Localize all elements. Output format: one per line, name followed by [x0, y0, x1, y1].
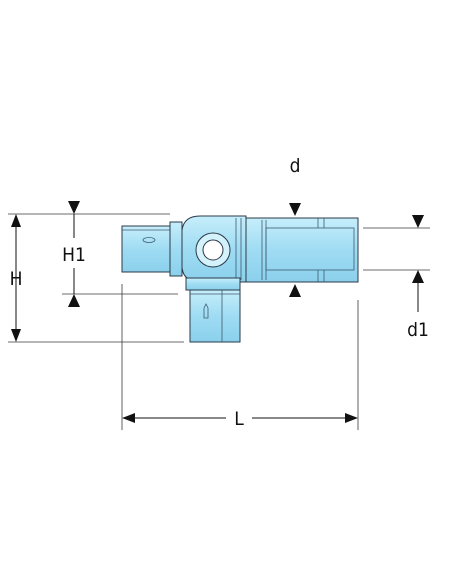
- dimension-d-arrow-top: [289, 203, 301, 216]
- label-d: d: [290, 155, 301, 177]
- label-d1: d1: [407, 319, 429, 341]
- dimension-H-arrow-bottom: [11, 329, 21, 342]
- dimension-d1-arrow-bottom: [412, 270, 424, 283]
- dimension-H1-arrow-bottom: [68, 294, 80, 307]
- dimension-L: L: [122, 408, 358, 430]
- dimension-H1-arrow-top: [68, 201, 80, 214]
- universal-joint-part: [121, 215, 359, 343]
- dimension-H1: H1: [62, 201, 86, 307]
- label-H1: H1: [62, 244, 86, 266]
- dimension-L-arrow-left: [122, 413, 135, 423]
- dimension-d: d: [289, 155, 301, 297]
- left-square-drive: [121, 221, 183, 277]
- right-sleeve: [245, 217, 359, 283]
- dimension-d1: d1: [407, 215, 429, 341]
- dimension-d-arrow-bottom: [289, 284, 301, 297]
- label-H: H: [10, 268, 23, 290]
- extension-lines: [8, 213, 430, 430]
- dimension-H: H: [10, 214, 23, 342]
- dimension-H-arrow-top: [11, 214, 21, 227]
- label-L: L: [234, 408, 244, 430]
- yoke-body: [181, 215, 247, 283]
- dimension-L-arrow-right: [345, 413, 358, 423]
- dimension-d1-arrow-top: [412, 215, 424, 228]
- lower-square-drive: [185, 277, 241, 343]
